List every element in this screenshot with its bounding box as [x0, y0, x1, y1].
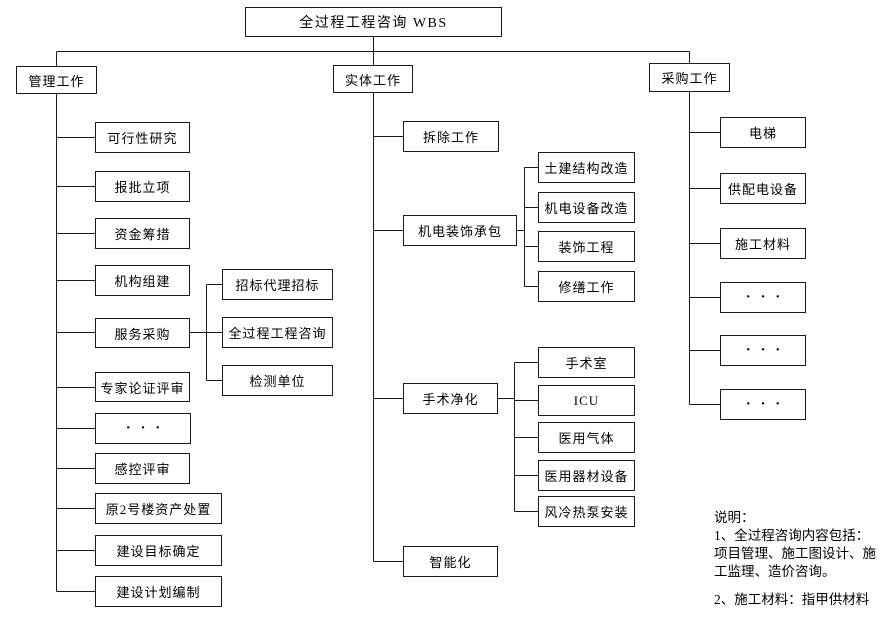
node-procurement-ellipsis-1: · · ·	[720, 282, 806, 313]
node-construction-plan: 建设计划编制	[95, 576, 222, 607]
node-management-ellipsis: · · ·	[95, 413, 191, 444]
node-repair-works: 修缮工作	[538, 271, 635, 302]
branch-entity: 实体工作	[333, 65, 413, 93]
node-testing-unit: 检测单位	[222, 365, 333, 396]
node-organization-setup: 机构组建	[95, 265, 190, 296]
node-fund-raising: 资金筹措	[95, 218, 190, 249]
notes-block: 说明： 1、全过程咨询内容包括： 项目管理、施工图设计、施 工监理、造价咨询。 …	[714, 509, 891, 609]
node-power-distribution-equipment: 供配电设备	[720, 173, 806, 204]
notes-heading: 说明：	[714, 510, 755, 525]
node-medical-equipment: 医用器材设备	[538, 460, 635, 491]
node-infection-control-review: 感控评审	[95, 453, 190, 484]
node-procurement-ellipsis-3: · · ·	[720, 389, 806, 420]
node-icu: ICU	[538, 385, 635, 416]
node-elevator: 电梯	[720, 117, 806, 148]
node-service-procurement: 服务采购	[95, 318, 190, 348]
wbs-root-node: 全过程工程咨询 WBS	[245, 7, 502, 37]
branch-management: 管理工作	[16, 66, 97, 94]
notes-item1-line2: 项目管理、施工图设计、施	[714, 546, 876, 561]
node-bidding-agency: 招标代理招标	[222, 269, 333, 300]
notes-item1-line3: 工监理、造价咨询。	[714, 564, 836, 579]
node-civil-structure-renovation: 土建结构改造	[538, 152, 635, 183]
node-construction-materials: 施工材料	[720, 228, 806, 259]
node-full-process-consulting: 全过程工程咨询	[222, 317, 333, 348]
node-medical-gas: 医用气体	[538, 422, 635, 453]
node-mep-equipment-renovation: 机电设备改造	[538, 192, 635, 223]
node-air-cooled-heat-pump-install: 风冷热泵安装	[538, 496, 635, 527]
node-procurement-ellipsis-2: · · ·	[720, 335, 806, 366]
node-intelligent-systems: 智能化	[403, 546, 498, 577]
branch-procurement: 采购工作	[649, 63, 730, 92]
node-building2-asset-disposal: 原2号楼资产处置	[95, 493, 222, 524]
notes-item2: 2、施工材料：指甲供材料	[714, 592, 870, 607]
node-operating-room: 手术室	[538, 347, 635, 378]
node-expert-review: 专家论证评审	[95, 372, 190, 402]
notes-item1-line1: 1、全过程咨询内容包括：	[714, 528, 870, 543]
node-mep-decoration-contract: 机电装饰承包	[403, 215, 517, 246]
node-project-approval: 报批立项	[95, 171, 190, 202]
node-feasibility-study: 可行性研究	[95, 122, 190, 153]
node-construction-goal: 建设目标确定	[95, 535, 222, 566]
node-demolition: 拆除工作	[403, 121, 499, 152]
node-surgery-purification: 手术净化	[403, 383, 498, 414]
notes-gap	[714, 581, 891, 591]
node-decoration-works: 装饰工程	[538, 231, 635, 262]
